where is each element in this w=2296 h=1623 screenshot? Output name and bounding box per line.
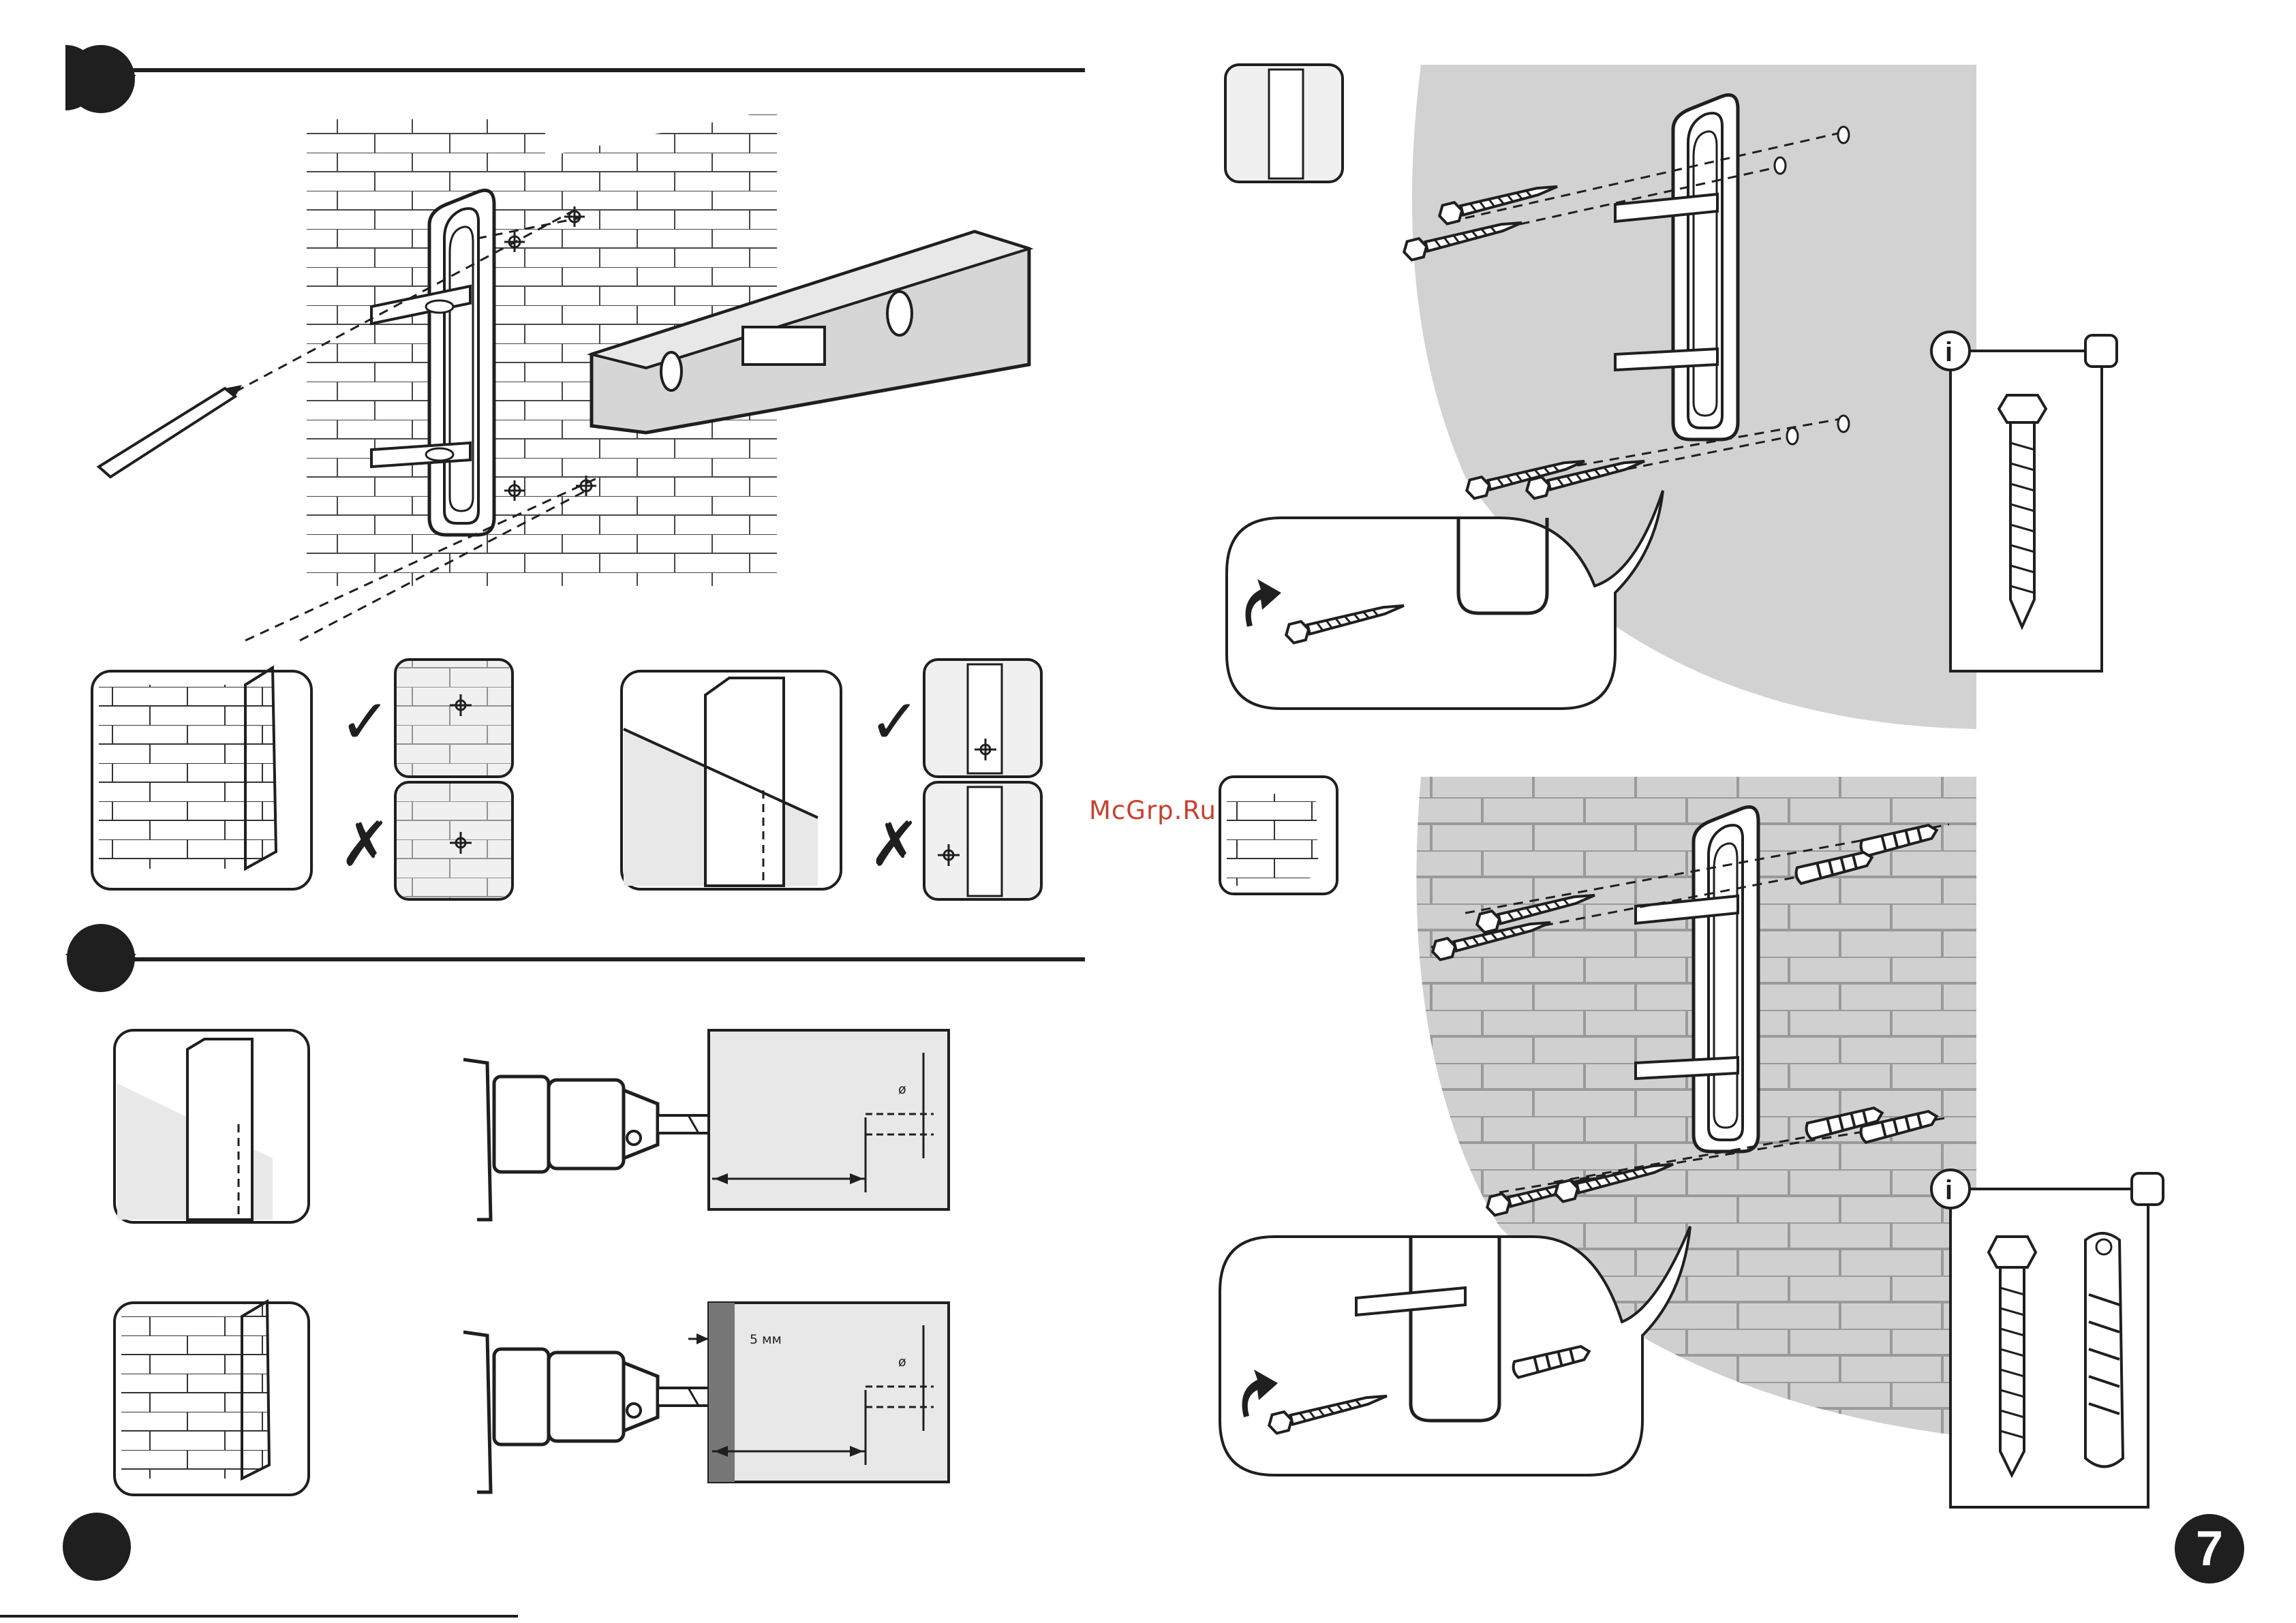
info-symbol: i: [1945, 337, 1953, 367]
drywall-drilling: ø: [114, 1030, 949, 1222]
step-1-illustration: [99, 102, 1029, 640]
info-symbol: i: [1945, 1175, 1953, 1205]
ok-mark: ✓: [869, 686, 920, 758]
no-mark: ✗: [869, 809, 920, 880]
info-box-screws-dowels: i: [1931, 1170, 2163, 1507]
info-box-screws: i: [1931, 332, 2117, 671]
page-number: 7: [2175, 1514, 2244, 1583]
drywall-mounting: i: [1225, 65, 2117, 729]
brick-mounting: i: [1220, 777, 2163, 1507]
diameter-label: ø: [898, 1355, 906, 1370]
pencil-icon: [99, 385, 242, 477]
diameter-label: ø: [898, 1082, 906, 1097]
brick-drilling: 5 мм ø: [114, 1301, 949, 1495]
step-2-header: [65, 924, 1085, 992]
step-bullet-icon: [63, 1513, 131, 1581]
drywall-option: ✓ ✗: [622, 660, 1041, 899]
bracket-icon: [429, 190, 494, 535]
offset-label: 5 мм: [750, 1332, 782, 1347]
bracket-icon: [1673, 95, 1738, 439]
no-mark: ✗: [339, 809, 391, 880]
brick-wall-option: ✓ ✗: [92, 660, 512, 899]
ok-mark: ✓: [339, 686, 391, 758]
bracket-icon: [1694, 807, 1758, 1151]
dowel-icon: [2085, 1233, 2123, 1467]
watermark: McGrp.Ru: [1089, 796, 1216, 825]
